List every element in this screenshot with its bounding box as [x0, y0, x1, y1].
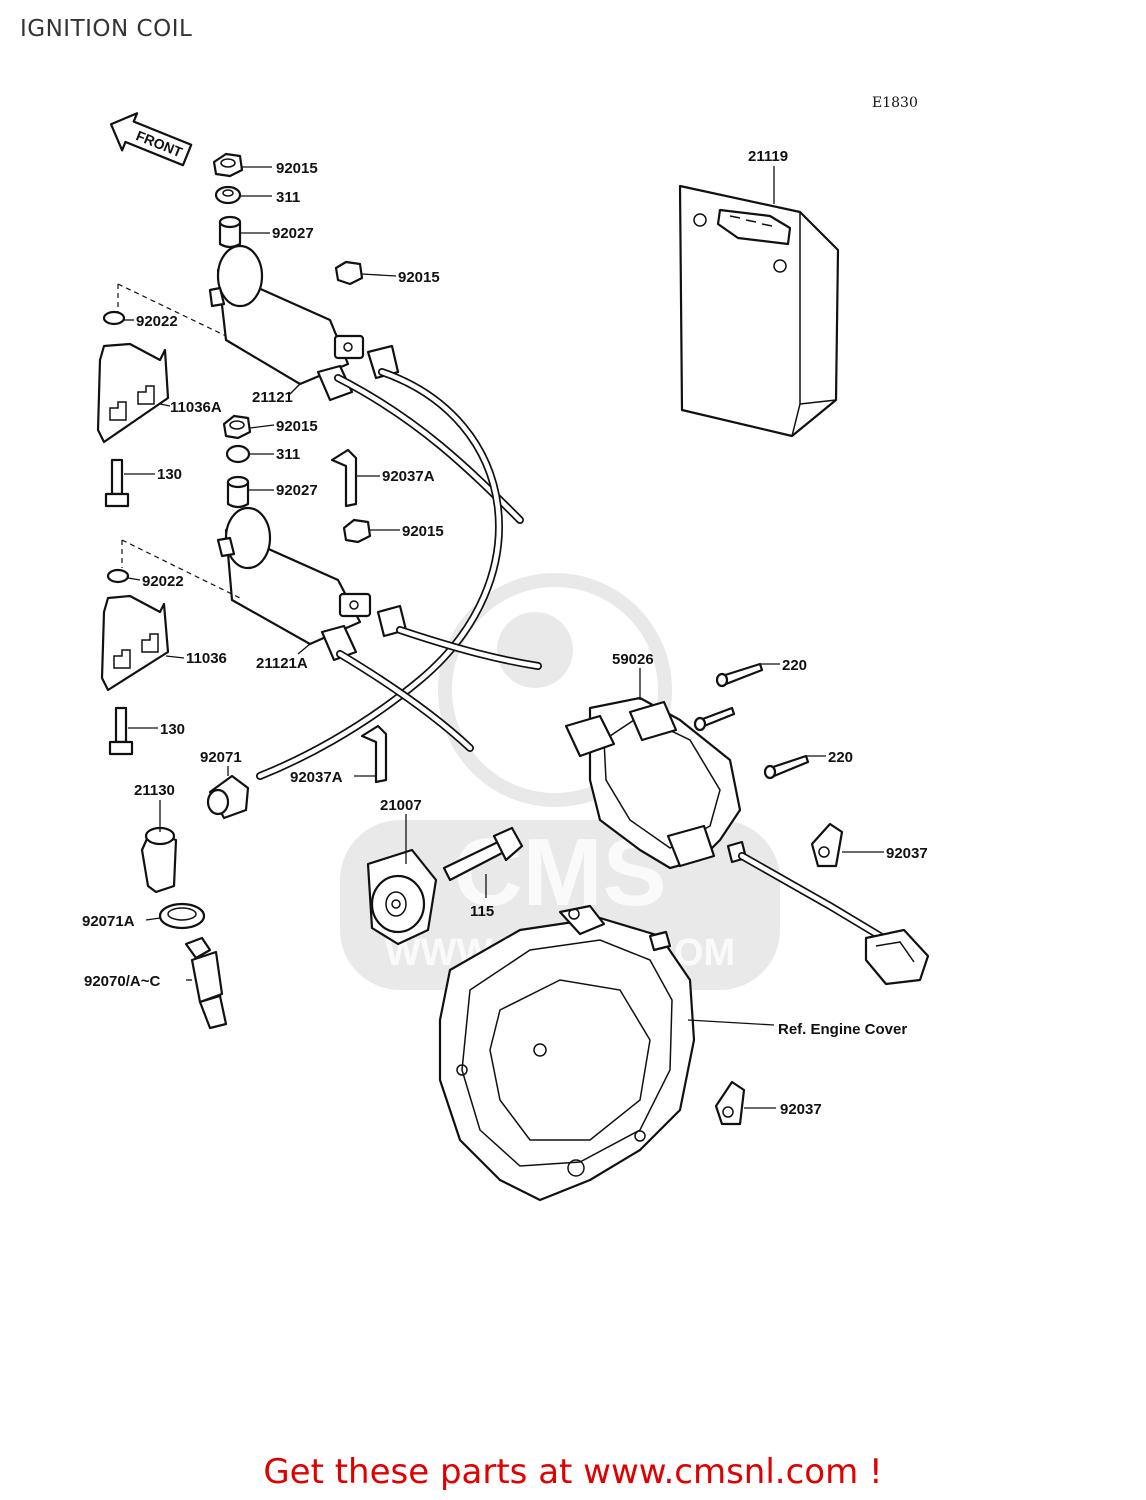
timing-rotor-21007 [366, 848, 438, 946]
callout-92070: 92070/A~C [84, 973, 160, 990]
coil-21121A [216, 506, 408, 662]
callout-92027: 92027 [272, 225, 314, 242]
upper-coil-hardware [212, 152, 244, 249]
clamp-92037A-lower [360, 724, 388, 784]
callout-11036: 11036 [186, 650, 227, 667]
pickup-coil-59026 [564, 696, 748, 870]
callout-ref-engine-cover: Ref. Engine Cover [778, 1021, 907, 1038]
drawing-code: E1830 [872, 95, 918, 111]
pickup-wire [738, 852, 930, 986]
callout-130: 130 [157, 466, 182, 483]
callout-311: 311 [276, 446, 300, 463]
lower-coil-hardware [222, 414, 252, 509]
boot-92071A [158, 902, 206, 930]
bolt-115 [442, 826, 524, 882]
coil-21121 [208, 244, 400, 402]
callout-92037: 92037 [780, 1101, 822, 1118]
leader-lines [124, 166, 884, 1109]
engine-cover [438, 904, 696, 1202]
callout-92071: 92071 [200, 749, 242, 766]
callout-92037: 92037 [886, 845, 928, 862]
callout-21121: 21121 [252, 389, 293, 406]
callout-92015: 92015 [398, 269, 440, 286]
callout-220: 220 [828, 749, 853, 766]
callout-21121A: 21121A [256, 655, 308, 672]
clamp-92037A-upper [330, 448, 358, 508]
clamp-92037-upper [810, 822, 844, 868]
bolt-130-lower [108, 706, 134, 756]
control-unit-21119 [678, 184, 840, 438]
callout-130: 130 [160, 721, 185, 738]
callout-115: 115 [470, 903, 494, 920]
bolt-130-upper [104, 458, 130, 508]
callout-92015: 92015 [402, 523, 444, 540]
page-title: IGNITION COIL [20, 16, 193, 42]
bracket-11036A [96, 283, 227, 444]
callout-311: 311 [276, 189, 300, 206]
callout-21007: 21007 [380, 797, 422, 814]
callout-21119: 21119 [748, 148, 788, 165]
callout-11036A: 11036A [170, 399, 222, 416]
callout-21130: 21130 [134, 782, 175, 799]
callout-92037A: 92037A [382, 468, 435, 485]
callout-92071A: 92071A [82, 913, 135, 930]
spark-plug-92070 [184, 936, 228, 1030]
callout-92037A: 92037A [290, 769, 343, 786]
clamp-92037-lower [714, 1080, 746, 1126]
callout-92022: 92022 [136, 313, 178, 330]
callout-92027: 92027 [276, 482, 318, 499]
cap-92071 [206, 774, 250, 820]
plug-cap-21130 [140, 826, 178, 894]
screws-220 [693, 662, 810, 780]
high-tension-cables [256, 368, 542, 780]
front-arrow-icon: FRONT [109, 112, 193, 167]
promo-link[interactable]: Get these parts at www.cmsnl.com ! [263, 1452, 883, 1492]
bracket-11036 [100, 539, 241, 692]
callout-92022: 92022 [142, 573, 184, 590]
callout-labels: 92015 311 92027 92015 92022 21121 11036A… [82, 148, 928, 1118]
callout-92015: 92015 [276, 160, 318, 177]
callout-92015: 92015 [276, 418, 318, 435]
callout-59026: 59026 [612, 651, 654, 668]
callout-220: 220 [782, 657, 807, 674]
